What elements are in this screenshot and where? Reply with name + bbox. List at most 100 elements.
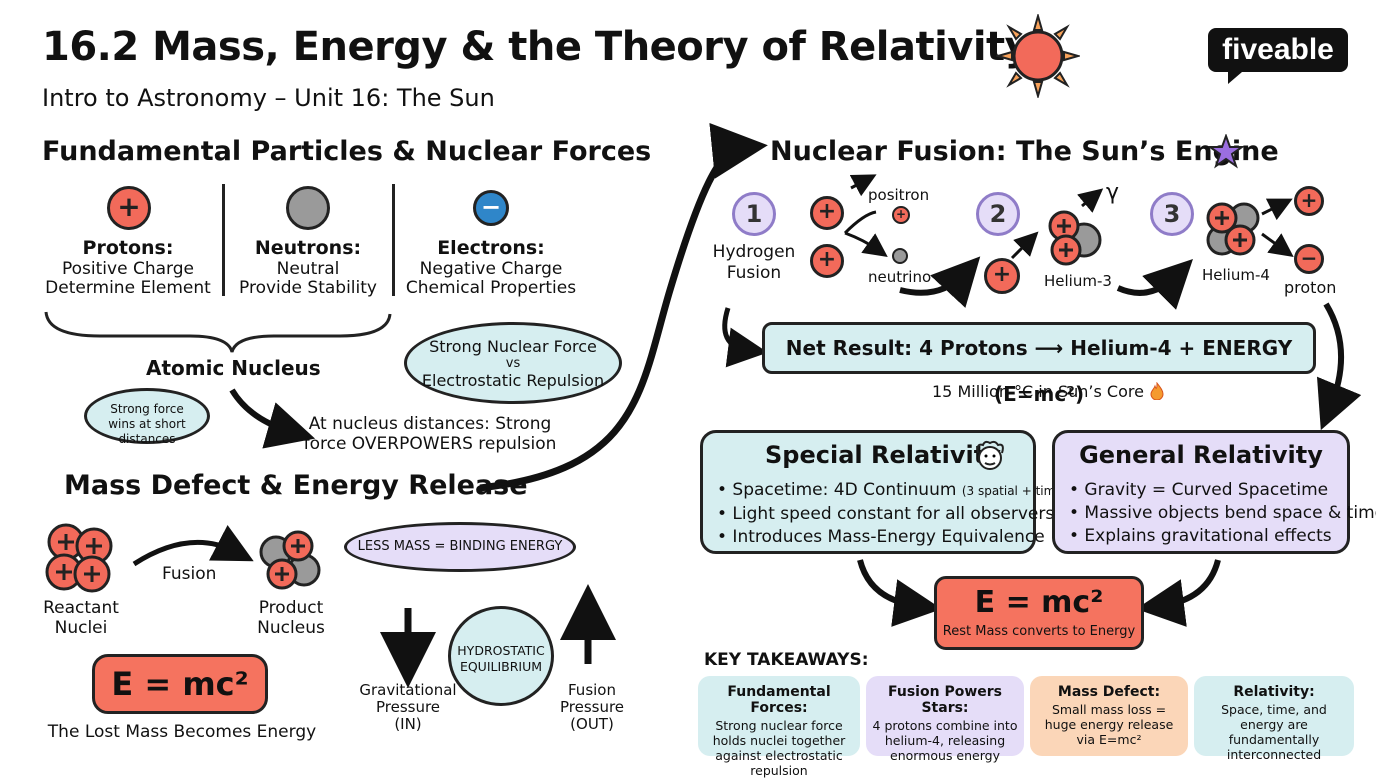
takeaway-text: Small mass loss = huge energy release vi… (1044, 702, 1174, 747)
particles-heading: Fundamental Particles & Nuclear Forces (42, 136, 652, 167)
hydrogen-fusion-label: Hydrogen Fusion (704, 242, 804, 284)
force-vs-line3: Electrostatic Repulsion (421, 371, 605, 390)
takeaway-title: Mass Defect: (1057, 684, 1161, 700)
hydrostatic-circle: HYDROSTATIC EQUILIBRIUM (448, 606, 554, 706)
sun-icon (996, 14, 1080, 98)
reactant-nuclei-icon (45, 523, 113, 593)
proton-icon: + (810, 244, 844, 278)
special-bullet-1: • Spacetime: 4D Continuum (3 spatial + t… (717, 479, 1067, 503)
special-relativity-title: Special Relativity (765, 441, 1001, 469)
general-relativity-box: General Relativity • Gravity = Curved Sp… (1052, 430, 1376, 554)
force-vs-line1: Strong Nuclear Force (429, 337, 597, 356)
neutron-line1: Neutral (276, 259, 340, 279)
fiveable-logo: fiveable (1208, 28, 1348, 84)
takeaway-card-forces: Fundamental Forces: Strong nuclear force… (698, 676, 860, 778)
takeaway-title: Fundamental Forces: (727, 684, 831, 716)
page-title: 16.2 Mass, Energy & the Theory of Relati… (42, 24, 1031, 70)
general-relativity-list: • Gravity = Curved Spacetime • Massive o… (1069, 479, 1376, 548)
proton-line1: Positive Charge (62, 259, 194, 279)
atomic-nucleus-label: Atomic Nucleus (146, 356, 321, 380)
mass-defect-heading: Mass Defect & Energy Release (64, 470, 528, 501)
electron-line1: Negative Charge (419, 259, 563, 279)
grav-line3: (IN) (394, 715, 422, 733)
net-result-box: Net Result: 4 Protons ⟶ Helium-4 + ENERG… (762, 322, 1316, 406)
page-subtitle: Intro to Astronomy – Unit 16: The Sun (42, 84, 495, 112)
strong-force-bubble: Strong force wins at short distances (84, 388, 210, 446)
fusion-label: Fusion (162, 564, 217, 584)
fus-line1: Fusion (568, 681, 616, 699)
general-relativity-title: General Relativity (1079, 441, 1323, 469)
fus-line2: Pressure (559, 698, 625, 716)
general-bullet: • Explains gravitational effects (1069, 526, 1332, 546)
helium4-icon (1206, 202, 1260, 256)
gamma-label: γ (1106, 180, 1120, 205)
key-takeaways-heading: KEY TAKEAWAYS: (704, 650, 869, 670)
hydrostatic-label: HYDROSTATIC EQUILIBRIUM (457, 643, 545, 674)
divider (222, 184, 225, 296)
special-bullet-3: • Introduces Mass-Energy Equivalence (717, 527, 1045, 547)
proton-icon: + (810, 196, 844, 230)
proton-icon: + (107, 186, 151, 230)
positron-icon: + (892, 206, 910, 224)
takeaway-text: Strong nuclear force holds nuclei togeth… (712, 718, 846, 778)
force-vs-bubble: Strong Nuclear Force vs Electrostatic Re… (404, 322, 622, 404)
binding-energy-text: LESS MASS = BINDING ENERGY (357, 539, 563, 554)
equation-box: E = mc² (92, 654, 268, 714)
divider (392, 184, 395, 296)
overpower-line1: At nucleus distances: Strong (308, 414, 552, 434)
takeaway-card-relativity: Relativity: Space, time, and energy are … (1194, 676, 1354, 762)
force-vs-line2: vs (505, 356, 521, 371)
takeaway-card-mass-defect: Mass Defect: Small mass loss = huge ener… (1030, 676, 1188, 756)
relativity-equation-caption: Rest Mass converts to Energy (942, 624, 1136, 639)
product-label: Product Nucleus (257, 598, 325, 638)
neutron-icon (286, 186, 330, 230)
rest-mass-equation-box: E = mc² Rest Mass converts to Energy (934, 576, 1144, 650)
special-bullet-1-small: (3 spatial + time) (961, 484, 1068, 498)
takeaway-card-fusion: Fusion Powers Stars: 4 protons combine i… (866, 676, 1024, 763)
binding-energy-bubble: LESS MASS = BINDING ENERGY (344, 522, 576, 572)
proton-name: Protons: (82, 237, 174, 259)
core-temp-text: 15 Million °C in Sun’s Core (932, 382, 1144, 401)
neutron-info: Neutrons: Neutral Provide Stability (224, 236, 392, 298)
takeaway-title: Relativity: (1233, 684, 1315, 700)
special-bullet-2: • Light speed constant for all observers (717, 504, 1055, 524)
electron-info: Electrons: Negative Charge Chemical Prop… (396, 236, 586, 298)
helium3-label: Helium-3 (1044, 272, 1112, 290)
proton-icon: + (1294, 186, 1324, 216)
fusion-heading: Nuclear Fusion: The Sun’s Engine (770, 136, 1279, 167)
step-3-badge: 3 (1150, 192, 1194, 236)
grav-line1: Gravitational (359, 681, 457, 699)
special-relativity-list: • Spacetime: 4D Continuum (3 spatial + t… (717, 479, 1067, 549)
general-bullet: • Gravity = Curved Spacetime (1069, 480, 1329, 500)
relativity-equation: E = mc² (974, 585, 1104, 620)
fus-line3: (OUT) (570, 715, 614, 733)
neutron-name: Neutrons: (254, 237, 362, 259)
neutrino-label: neutrino (868, 268, 932, 286)
lost-mass-caption: The Lost Mass Becomes Energy (47, 722, 317, 742)
positron-label: positron (868, 186, 930, 204)
proton-info: Protons: Positive Charge Determine Eleme… (38, 236, 218, 298)
electron-name: Electrons: (437, 237, 545, 259)
hydrogen-line1: Hydrogen (712, 242, 796, 262)
takeaway-title: Fusion Powers Stars: (888, 684, 1002, 716)
einstein-icon (976, 440, 1004, 470)
proton-line2: Determine Element (45, 278, 211, 298)
hydrogen-line2: Fusion (726, 263, 782, 283)
fusion-pressure-label: Fusion Pressure (OUT) (550, 682, 634, 733)
star-icon (1208, 134, 1244, 169)
minus-icon: − (1294, 244, 1324, 274)
neutron-line2: Provide Stability (239, 278, 377, 298)
step-2-badge: 2 (976, 192, 1020, 236)
helium3-icon (1048, 210, 1102, 266)
grav-line2: Pressure (375, 698, 441, 716)
overpower-text: At nucleus distances: Strong force OVERP… (300, 414, 560, 454)
neutrino-icon (892, 248, 908, 264)
special-relativity-box: Special Relativity • Spacetime: 4D Conti… (700, 430, 1067, 554)
product-nucleus-icon (259, 530, 321, 590)
proton-icon: + (984, 258, 1020, 294)
strong-force-text: Strong force wins at short distances (108, 402, 186, 446)
overpower-line2: force OVERPOWERS repulsion (303, 434, 557, 454)
step-1-badge: 1 (732, 192, 776, 236)
takeaway-text: 4 protons combine into helium-4, releasi… (872, 718, 1018, 763)
